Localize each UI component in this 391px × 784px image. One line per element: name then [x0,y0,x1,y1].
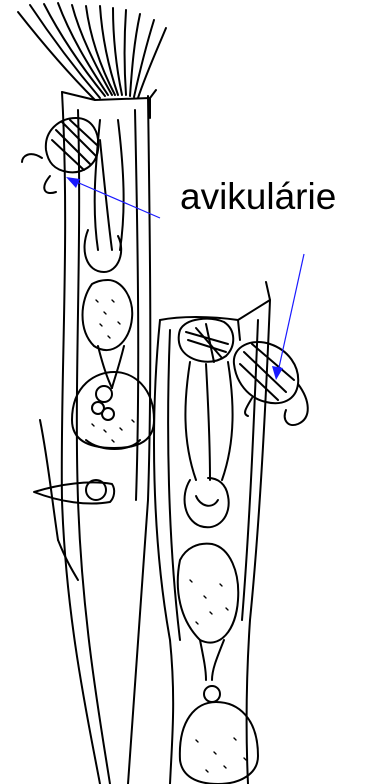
pointer-line-left [72,180,160,218]
annotation-label: avikulárie [180,178,336,215]
right-zooid [154,282,308,784]
avicularium-right [234,342,308,425]
left-zooid [18,3,166,784]
tentacle-crown [18,3,166,100]
pointer-line-right [278,254,304,372]
avicularium-left [22,118,98,193]
pointer-arrowhead-right [272,366,283,380]
pointer-arrowhead-left [66,177,80,188]
